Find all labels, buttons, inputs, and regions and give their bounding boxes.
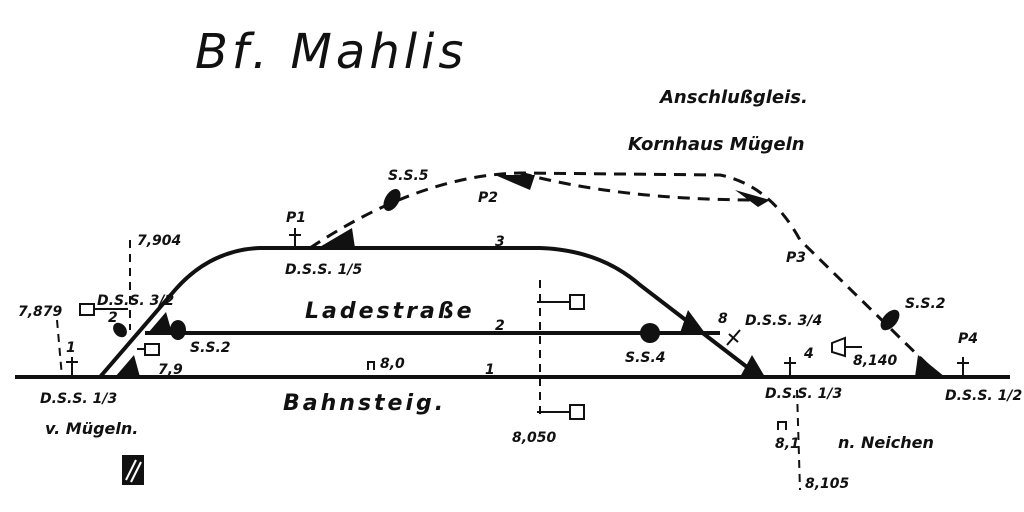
label-ss4: S.S.4 <box>625 350 666 366</box>
label-p4: P4 <box>958 331 978 347</box>
label-signal-4: 4 <box>803 346 814 362</box>
hatched-legend-box <box>122 455 144 485</box>
label-bahnsteig: Bahnsteig. <box>283 391 446 416</box>
label-ss2-right: S.S.2 <box>905 296 946 312</box>
label-ladestrasse: Ladestraße <box>305 299 475 324</box>
label-switch-8: 8 <box>718 311 728 327</box>
label-km-7-9: 7,9 <box>158 362 183 378</box>
label-switch-2: 2 <box>108 310 118 326</box>
km-line-7879 <box>56 319 63 378</box>
signal-p1-icon <box>289 228 301 248</box>
track-2-label: 2 <box>495 318 505 334</box>
siding-track <box>309 171 942 379</box>
siding-label-line2: Kornhaus Mügeln <box>628 134 805 155</box>
signal-8-icon <box>726 329 741 346</box>
label-dss-1-2: D.S.S. 1/2 <box>945 388 1022 404</box>
label-from-muegeln: v. Mügeln. <box>45 419 138 438</box>
siding-label-line1: Anschlußgleis. <box>658 87 808 108</box>
label-dss-1-5: D.S.S. 1/5 <box>285 262 362 278</box>
siding-branch <box>519 171 761 202</box>
track-3-label: 3 <box>495 234 505 250</box>
label-signal-1: 1 <box>66 340 76 356</box>
label-dss-1-3-left: D.S.S. 1/3 <box>40 391 117 407</box>
km-line-8105 <box>796 389 801 491</box>
km-post-8-0 <box>367 361 375 370</box>
signal-icons <box>66 228 969 377</box>
track-1-label: 1 <box>485 362 495 378</box>
km-post-8-1 <box>777 421 787 430</box>
label-to-neichen: n. Neichen <box>838 433 934 452</box>
label-km-7879: 7,879 <box>18 304 63 320</box>
label-dss-3-2: D.S.S. 3/2 <box>97 293 174 309</box>
signal-1-icon <box>66 357 78 377</box>
label-ss2-left: S.S.2 <box>190 340 231 356</box>
station-title: Bf. Mahlis <box>195 24 467 80</box>
label-km-8-1: 8,1 <box>775 436 800 452</box>
marker-boxes <box>79 294 862 430</box>
label-km-8050: 8,050 <box>512 430 557 446</box>
label-ss5: S.S.5 <box>388 168 429 184</box>
track-3 <box>98 246 762 379</box>
label-p2: P2 <box>478 190 498 206</box>
label-km-8140: 8,140 <box>853 353 898 369</box>
label-dss-1-3-right: D.S.S. 1/3 <box>765 386 842 402</box>
signal-4-icon <box>784 357 796 377</box>
switch-markers <box>115 175 945 377</box>
label-km-7904: 7,904 <box>137 233 181 249</box>
label-p3: P3 <box>786 250 806 266</box>
signal-p4-icon <box>957 357 969 377</box>
label-km-8-0: 8,0 <box>380 356 405 372</box>
key-lock-icons <box>113 189 900 343</box>
label-km-8105: 8,105 <box>805 476 850 492</box>
label-p1: P1 <box>286 210 306 226</box>
label-dss-3-4: D.S.S. 3/4 <box>745 313 822 329</box>
